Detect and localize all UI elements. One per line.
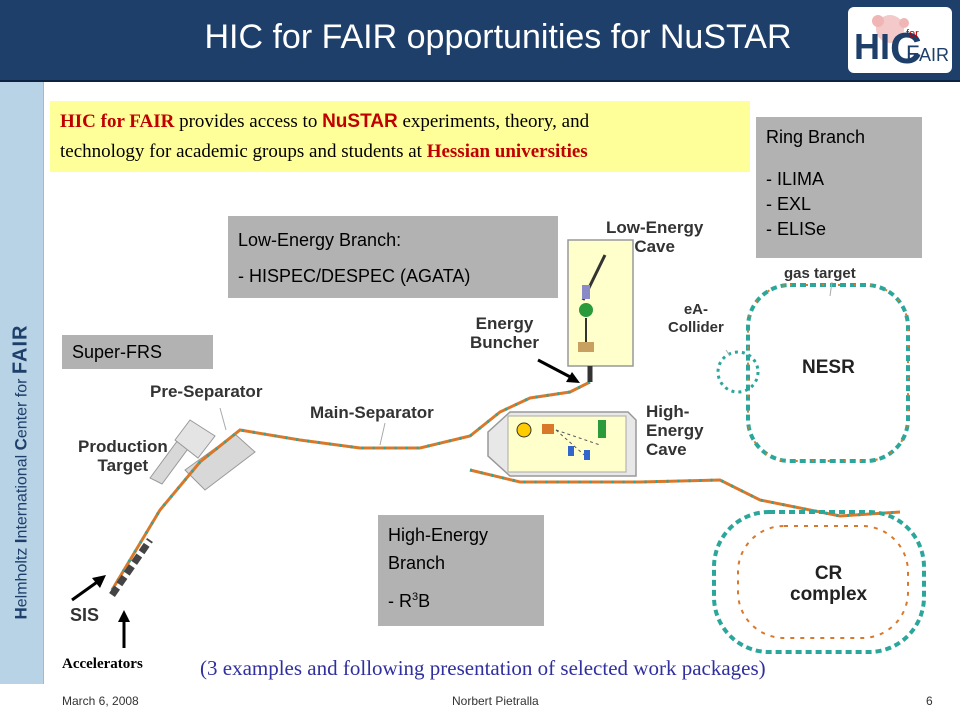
energy-buncher-label-line-2: Buncher [470,333,539,352]
note-hic-for-fair: HIC for FAIR [60,111,175,132]
low-energy-cave-target [578,342,594,352]
ea-collider-label-line-1: eA- [683,301,708,318]
pre-separator-leader [219,407,227,431]
r3b-suffix: B [418,591,431,611]
main-beamline-magnets [110,380,591,591]
hic-for-fair-logo: HI C for F AIR [848,7,952,73]
sis-arrow-head [92,575,106,588]
high-energy-cave-target [516,422,532,438]
slide-header: HIC for FAIR opportunities for NuSTAR HI… [0,0,960,82]
sis-beamline [109,538,153,597]
ea-collider-ring [716,350,760,394]
note-hessian: Hessian universities [426,141,588,162]
energy-buncher-label-line-1: Energy [475,314,534,333]
low-energy-branch-box: Low-Energy Branch: - HISPEC/DESPEC (AGAT… [228,216,558,298]
sidebar: Helmholtz International Center for FAIR [0,82,44,684]
ring-branch-title: Ring Branch [766,127,866,147]
intro-note: HIC for FAIR provides access to NuSTAR e… [50,101,750,172]
slide-title: HIC for FAIR opportunities for NuSTAR [204,18,792,56]
footer-page-number: 6 [926,694,933,708]
ea-collider-label: eA- Collider [668,301,724,337]
logo-for-text: for [906,28,919,40]
high-energy-cave-label-line-1: High- [646,402,690,421]
high-energy-cave-label-line-2: Energy [646,421,704,440]
high-energy-branch-box: High-Energy Branch - R3B [378,515,544,626]
accelerators-arrow-head [118,610,130,622]
cr-ring-outer [712,510,926,654]
high-energy-branch-item: - R3B [388,591,430,612]
low-energy-cave-detector [579,303,593,317]
high-energy-cave-ray-1 [555,429,601,446]
low-energy-branch-title: Low-Energy Branch: [238,230,402,250]
low-energy-cave-box [567,239,634,367]
slide-caption: (3 examples and following presentation o… [200,656,766,680]
note-text-3: technology for academic groups and stude… [60,141,427,162]
energy-buncher-label: Energy Buncher [470,314,539,352]
cr-complex-label: CR complex [790,563,867,605]
ea-collider-label-line-2: Collider [668,319,724,336]
logo-air-text: AIR [919,45,949,65]
low-energy-cave-magnet [582,285,590,299]
high-energy-branch-title-2: Branch [388,553,446,573]
main-separator-label: Main-Separator [310,403,434,422]
cr-complex-label-line-2: complex [790,584,868,605]
low-energy-branch-item: - HISPEC/DESPEC (AGATA) [238,266,471,286]
low-energy-cave-label-line-1: Low-Energy [606,218,704,237]
r3b-prefix: - R [388,591,412,611]
nesr-ring-magnets [747,284,909,462]
high-energy-cave-label: High- Energy Cave [646,402,704,459]
low-energy-cave-label-line-2: Cave [634,237,675,256]
note-text-2: experiments, theory, and [397,111,590,132]
high-energy-cave-magnet [542,424,554,434]
ring-transfer-beamline [469,468,901,518]
accelerators-label: Accelerators [62,656,143,672]
super-frs-title: Super-FRS [72,342,163,362]
ring-branch-item-ilima: - ILIMA [766,169,825,189]
high-energy-cave-det-1 [568,446,574,456]
logo-c-text: C [890,24,922,73]
super-frs-box: Super-FRS [62,335,213,369]
production-target-label: Production Target [78,437,168,475]
separator-block-3 [174,419,216,459]
r3b-superscript: 3 [412,591,419,603]
note-nustar: NuSTAR [322,111,398,132]
logo-hi-text: HI [854,26,890,67]
production-target-label-line-1: Production [78,437,168,456]
sis-arrow-line [71,578,101,602]
gas-target-leader [829,281,833,297]
ring-branch-item-exl: - EXL [766,194,812,214]
intro-note-line-2: technology for academic groups and stude… [60,141,588,163]
logo-f-text: F [906,41,919,66]
nesr-label: NESR [802,357,855,378]
production-target-label-line-2: Target [97,456,149,475]
pre-separator-label: Pre-Separator [150,382,263,401]
cr-ring-inner [737,525,909,639]
sis-label: SIS [70,605,100,625]
low-energy-cave-label: Low-Energy Cave [606,218,703,256]
intro-note-line-1: HIC for FAIR provides access to NuSTAR e… [60,111,589,133]
footer-author: Norbert Pietralla [452,694,539,708]
high-energy-cave-label-line-3: Cave [646,440,687,459]
note-text-1: provides access to [174,111,323,132]
energy-buncher-arrow-head [566,372,580,383]
ring-transfer-magnets [469,468,901,518]
ea-collider-leader [725,349,731,357]
footer-date: March 6, 2008 [62,694,139,708]
ring-branch-box: Ring Branch - ILIMA - EXL - ELISe [756,117,922,258]
hic-for-fair-logo-icon: HI C for F AIR [854,15,949,73]
cr-complex-label-line-1: CR [814,563,843,584]
gas-target-label: gas target [784,265,856,282]
high-energy-branch-title-1: High-Energy [388,525,489,545]
main-separator-leader [379,422,386,446]
ring-branch-item-elise: - ELISe [766,219,827,239]
high-energy-cave-wall [598,420,606,438]
high-energy-cave-det-2 [584,450,590,460]
